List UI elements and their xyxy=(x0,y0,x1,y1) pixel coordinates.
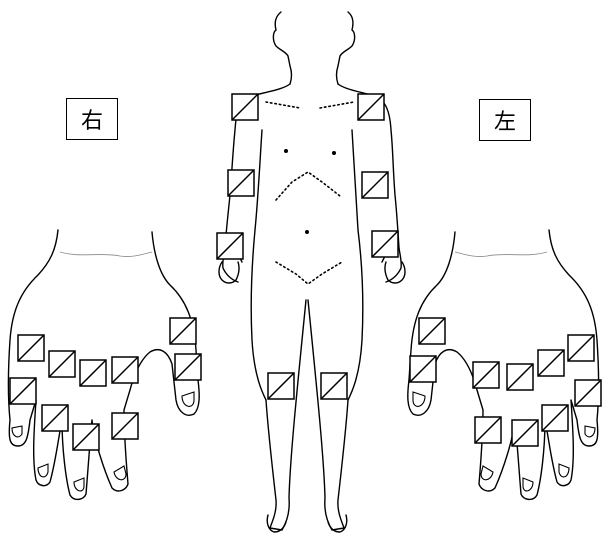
nail xyxy=(413,392,425,406)
nipple-left xyxy=(332,151,336,155)
body-hand-left xyxy=(385,262,405,283)
joint-marker-elbow-left[interactable] xyxy=(362,172,388,198)
clavicle-left xyxy=(320,102,354,108)
nail xyxy=(74,478,84,491)
joint-marker-lh-middle-2[interactable] xyxy=(512,420,538,446)
joint-marker-rh-ring-1[interactable] xyxy=(49,351,75,377)
nail xyxy=(481,466,493,480)
joint-marker-lh-little-1[interactable] xyxy=(568,335,594,361)
joint-marker-knee-left[interactable] xyxy=(321,373,347,399)
joint-marker-rh-ring-2[interactable] xyxy=(42,405,68,431)
joint-marker-lh-thumb-1[interactable] xyxy=(419,318,445,344)
head-outline-right xyxy=(337,12,355,84)
right-hand-nails xyxy=(12,392,194,491)
left-wrist-crease xyxy=(455,252,547,257)
joint-marker-rh-thumb-1[interactable] xyxy=(170,318,196,344)
joint-marker-lh-ring-1[interactable] xyxy=(538,350,564,376)
nail xyxy=(12,426,22,437)
joint-marker-lh-index-1[interactable] xyxy=(473,362,499,388)
legs-outline xyxy=(266,300,348,530)
joint-marker-rh-index-2[interactable] xyxy=(112,413,138,439)
nail xyxy=(38,464,48,477)
joint-marker-shoulder-left[interactable] xyxy=(358,94,384,120)
nail xyxy=(114,466,126,480)
joint-marker-lh-index-2[interactable] xyxy=(475,417,501,443)
joint-marker-lh-ring-2[interactable] xyxy=(542,405,568,431)
torso-sides xyxy=(251,130,363,400)
joint-marker-rh-little-1[interactable] xyxy=(18,335,44,361)
joint-marker-elbow-right[interactable] xyxy=(228,170,254,196)
body-figure xyxy=(219,12,405,532)
joint-marker-rh-little-2[interactable] xyxy=(10,378,36,404)
right-wrist-crease xyxy=(60,252,152,257)
nail xyxy=(559,464,569,477)
joint-marker-knee-right[interactable] xyxy=(268,373,294,399)
joint-marker-lh-middle-1[interactable] xyxy=(507,364,533,390)
nail xyxy=(182,392,194,406)
joint-marker-lh-little-2[interactable] xyxy=(575,380,601,406)
joint-marker-lh-thumb-2[interactable] xyxy=(410,356,436,382)
joint-marker-rh-thumb-2[interactable] xyxy=(175,354,201,380)
clavicle-right xyxy=(266,102,300,108)
joint-marker-rh-middle-2[interactable] xyxy=(73,424,99,450)
joint-marker-rh-index-1[interactable] xyxy=(112,357,138,383)
joint-marker-wrist-left[interactable] xyxy=(372,231,398,257)
joint-marker-shoulder-right[interactable] xyxy=(232,94,258,120)
head-outline xyxy=(273,12,291,84)
joint-marker-rh-middle-1[interactable] xyxy=(80,360,106,386)
pelvis-line xyxy=(276,262,342,284)
joint-markers xyxy=(10,94,601,450)
ribcage-line xyxy=(276,172,340,200)
navel xyxy=(305,230,309,234)
nail xyxy=(523,478,533,491)
nipple-right xyxy=(284,149,288,153)
body-hand-right xyxy=(219,262,239,283)
joint-marker-wrist-right[interactable] xyxy=(217,233,243,259)
nail xyxy=(585,426,595,437)
